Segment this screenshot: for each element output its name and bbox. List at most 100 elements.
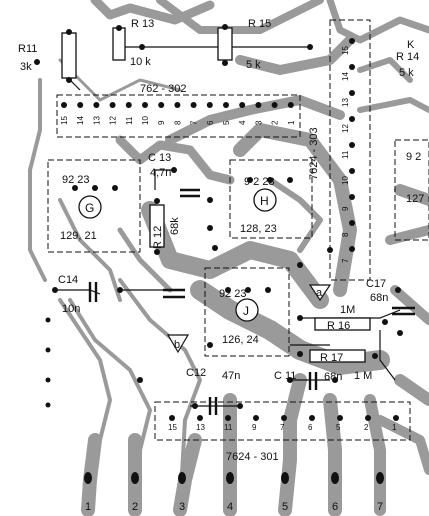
ic-pin-pad xyxy=(253,415,259,421)
ic-pin-number: 15 xyxy=(341,46,350,55)
ic-pin-pad xyxy=(77,102,84,108)
r17-value: 1 M xyxy=(354,370,372,382)
transistor-h-sub: 128, 23 xyxy=(240,223,277,235)
ic-pin-pad xyxy=(349,38,355,44)
ic-pin-pad xyxy=(349,142,355,148)
ic-pin-number: 2 xyxy=(271,120,280,125)
transistor-j-letter: J xyxy=(243,304,249,318)
c12-ref: C12 xyxy=(186,367,206,379)
ic-pin-number: 9 xyxy=(252,423,257,432)
ic-pin-number: 12 xyxy=(109,116,118,125)
resistor-bodies xyxy=(61,27,371,363)
r14-value: 5 k xyxy=(399,67,414,79)
ic-pin-number: 14 xyxy=(76,116,85,125)
transistor-g-sub: 129, 21 xyxy=(60,230,97,242)
ic-pin-pad xyxy=(206,102,213,108)
copper-traces xyxy=(28,0,429,516)
ic-pin-number: 9 xyxy=(157,120,166,125)
transistor-h-letter: H xyxy=(260,194,269,208)
transistor-right-sub: 127 xyxy=(406,193,424,205)
transistor-j-sub: 126, 24 xyxy=(222,334,259,346)
ic-pin-pad xyxy=(169,415,175,421)
ic-pin-pad xyxy=(337,415,343,421)
c11-ref: C 11 xyxy=(274,370,296,382)
ic-pin-number: 10 xyxy=(141,116,150,125)
r11-value: 3k xyxy=(20,61,32,73)
ic-pin-pad xyxy=(61,102,67,108)
connector-pin-number: 7 xyxy=(377,501,383,513)
partial-k-label: K xyxy=(407,39,415,51)
r11-ref: R11 xyxy=(18,43,37,55)
ic-pin-number: 4 xyxy=(238,120,247,125)
ic-pin-number: 5 xyxy=(336,423,341,432)
ic-outlines xyxy=(47,19,429,441)
transistor-right-type: 9 2 xyxy=(406,151,421,163)
ic-bottom-label: 7624 - 301 xyxy=(226,451,279,463)
ic-pin-number: 2 xyxy=(364,423,369,432)
c13-ref: C 13 xyxy=(148,152,171,164)
ic-pin-pad xyxy=(349,116,355,122)
ic-pin-number: 8 xyxy=(173,120,182,125)
ic-pin-pad xyxy=(142,102,148,108)
transistor-g-type: 92 23 xyxy=(62,174,90,186)
r15-ref: R 15 xyxy=(248,18,271,30)
ic-pin-pad xyxy=(287,102,294,108)
r13-ref: R 13 xyxy=(131,18,154,30)
ic-pin-number: 10 xyxy=(341,176,350,185)
ic-pin-number: 11 xyxy=(224,423,233,432)
ic-pin-number: 12 xyxy=(341,124,350,133)
ic-pin-pad xyxy=(349,168,355,174)
ic-pin-number: 9 xyxy=(341,206,350,211)
ic-pin-number: 6 xyxy=(308,423,313,432)
test-point-b-label: b xyxy=(174,339,180,351)
ic-right-label: 7624 - 303 xyxy=(308,127,320,180)
ic-pin-pad xyxy=(349,220,355,226)
ic-pin-number: 8 xyxy=(341,232,350,237)
c13-value: 4,7n xyxy=(150,167,171,179)
ic-pin-number: 6 xyxy=(206,120,215,125)
ic-pin-pad xyxy=(349,246,355,252)
c14-value: 10n xyxy=(62,303,80,315)
ic-pin-number: 13 xyxy=(341,98,350,107)
connector-pads xyxy=(84,472,384,484)
ic-pin-pad xyxy=(93,102,100,108)
ic-pin-number: 7 xyxy=(280,423,285,432)
c14-ref: C14 xyxy=(58,274,78,286)
connector-pin-number: 3 xyxy=(179,501,185,513)
ic-pin-number: 5 xyxy=(222,120,231,125)
ic-pin-pad xyxy=(309,415,315,421)
ic-pin-pad xyxy=(174,102,181,108)
transistor-g-letter: G xyxy=(85,201,94,215)
ic-pin-pad xyxy=(225,415,231,421)
ic-pin-pad xyxy=(190,102,197,108)
ic-pin-pad xyxy=(281,415,287,421)
c12-value: 47n xyxy=(222,370,240,382)
ic-pin-number: 15 xyxy=(168,423,177,432)
ic-pin-pad xyxy=(365,415,371,421)
r16-value: 1M xyxy=(340,304,355,316)
connector-pin-number: 5 xyxy=(282,501,288,513)
ic-pin-pad xyxy=(197,415,203,421)
ic-pin-number: 1 xyxy=(287,120,296,125)
transistor-j-type: 92 23 xyxy=(219,288,247,300)
solder-pads xyxy=(34,24,403,409)
ic-pin-pad xyxy=(271,102,278,108)
ic-pin-pad xyxy=(393,415,399,421)
c17-value: 68n xyxy=(370,292,388,304)
ic-pin-pad xyxy=(349,64,355,70)
ic-pin-number: 7 xyxy=(341,258,350,263)
ic-pin-pad xyxy=(125,102,132,108)
r13-value: 10 k xyxy=(130,56,151,68)
capacitor-plates xyxy=(88,188,415,415)
connector-pin-number: 1 xyxy=(85,501,91,513)
ic-pin-number: 3 xyxy=(254,120,263,125)
connector-pin-number: 6 xyxy=(332,501,338,513)
ic-pin-pad xyxy=(349,194,355,200)
ic-pin-number: 7 xyxy=(190,120,199,125)
ic-pin-number: 11 xyxy=(125,116,134,125)
